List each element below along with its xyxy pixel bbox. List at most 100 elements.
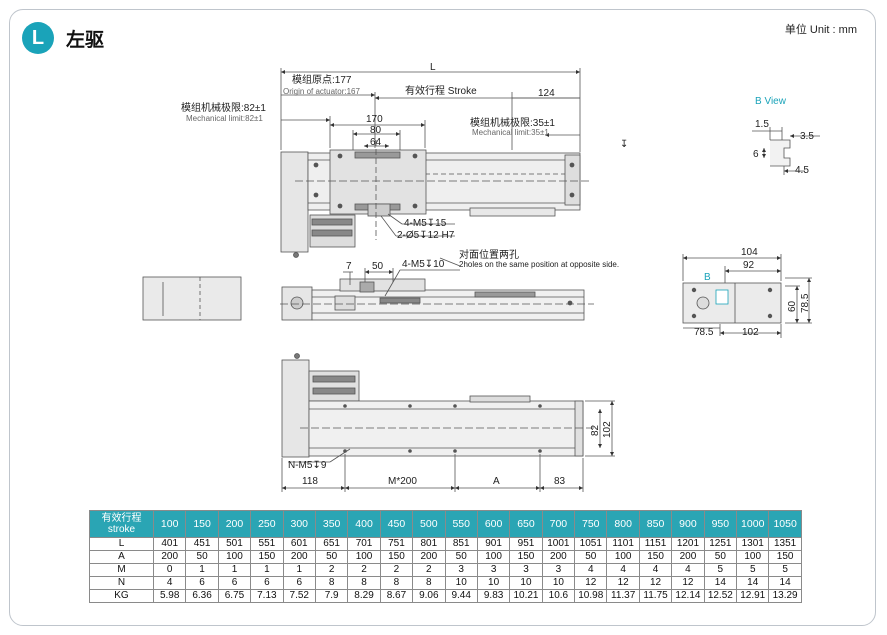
table-cell: 951 <box>509 537 543 551</box>
mech-left-cn-label: 模组机械极限:82±1 <box>181 101 266 114</box>
dim-L-label: L <box>430 62 436 73</box>
table-cell: 3 <box>509 563 543 577</box>
table-cell: 100 <box>476 550 511 564</box>
stroke-value-cell: 900 <box>671 510 705 538</box>
table-cell: 50 <box>703 550 738 564</box>
table-cell: 14 <box>768 576 802 590</box>
table-cell: 150 <box>250 550 284 564</box>
table-cell: 2 <box>412 563 446 577</box>
bottom-d118-label: 118 <box>302 476 318 487</box>
depth-mark: ↧ <box>620 139 628 150</box>
table-cell: 10.98 <box>574 589 608 603</box>
table-cell: 10 <box>476 576 511 590</box>
table-cell: 1001 <box>541 537 576 551</box>
end-d785h-label: 78.5 <box>694 327 714 338</box>
bottom-view <box>281 353 615 492</box>
b-view-d1: 1.5 <box>755 119 769 130</box>
stroke-label: 有效行程 Stroke <box>405 84 477 97</box>
end-d104-label: 104 <box>741 247 758 258</box>
dim-64-label: 64 <box>370 137 382 148</box>
table-cell: 5 <box>736 563 770 577</box>
row-label-cell: L <box>89 537 154 551</box>
side-m5-label: 4-M5↧10 <box>402 259 445 270</box>
table-cell: 14 <box>703 576 738 590</box>
table-cell: 1 <box>217 563 252 577</box>
stroke-header-cell: 有效行程 stroke <box>89 510 154 538</box>
table-cell: 1101 <box>606 537 640 551</box>
hole-pin-label: 2-Ø5↧12 H7 <box>397 230 455 241</box>
table-cell: 8 <box>314 576 349 590</box>
table-cell: 5 <box>703 563 738 577</box>
table-cell: 4 <box>638 563 673 577</box>
stroke-value-cell: 450 <box>379 510 414 538</box>
page-frame <box>9 9 876 626</box>
table-cell: 10.6 <box>541 589 576 603</box>
mech-left-en-label: Mechanical limit:82±1 <box>186 114 263 123</box>
table-cell: 150 <box>638 550 673 564</box>
table-cell: 1301 <box>736 537 770 551</box>
table-cell: 200 <box>541 550 576 564</box>
stroke-value-cell: 100 <box>152 510 187 538</box>
table-cell: 6 <box>217 576 252 590</box>
table-cell: 2 <box>379 563 414 577</box>
table-cell: 8 <box>412 576 446 590</box>
table-cell: 100 <box>736 550 770 564</box>
opposite-holes-en: 2holes on the same position at opposite … <box>459 260 619 269</box>
stroke-value-cell: 800 <box>606 510 640 538</box>
table-cell: 11.37 <box>606 589 640 603</box>
side-d50-label: 50 <box>372 261 384 272</box>
table-cell: 50 <box>185 550 219 564</box>
table-cell: 1251 <box>703 537 738 551</box>
table-cell: 6 <box>250 576 284 590</box>
end-b-marker: B <box>704 272 711 283</box>
table-cell: 9.06 <box>412 589 446 603</box>
row-label-cell: KG <box>89 589 154 603</box>
table-cell: 100 <box>217 550 252 564</box>
table-cell: 10.21 <box>509 589 543 603</box>
b-view-detail <box>752 127 820 175</box>
table-cell: 200 <box>412 550 446 564</box>
table-cell: 2 <box>314 563 349 577</box>
table-cell: 14 <box>736 576 770 590</box>
end-d102-label: 102 <box>742 327 759 338</box>
table-cell: 4 <box>152 576 187 590</box>
table-cell: 100 <box>347 550 381 564</box>
table-cell: 701 <box>347 537 381 551</box>
table-cell: 1 <box>250 563 284 577</box>
hole-m5-label: 4-M5↧15 <box>404 218 447 229</box>
table-cell: 1 <box>185 563 219 577</box>
table-cell: 7.9 <box>314 589 349 603</box>
table-cell: 451 <box>185 537 219 551</box>
table-cell: 9.83 <box>476 589 511 603</box>
stroke-value-cell: 750 <box>574 510 608 538</box>
table-cell: 4 <box>574 563 608 577</box>
table-cell: 7.13 <box>250 589 284 603</box>
table-cell: 150 <box>379 550 414 564</box>
bottom-d83-label: 83 <box>554 476 566 487</box>
stroke-value-cell: 400 <box>347 510 381 538</box>
stroke-value-cell: 950 <box>703 510 738 538</box>
stroke-header-en: stroke <box>107 524 136 535</box>
table-cell: 601 <box>282 537 316 551</box>
table-cell: 551 <box>250 537 284 551</box>
stroke-value-cell: 150 <box>185 510 219 538</box>
table-cell: 150 <box>768 550 802 564</box>
table-cell: 6 <box>282 576 316 590</box>
b-view-d4: 4.5 <box>795 165 809 176</box>
table-cell: 3 <box>541 563 576 577</box>
stroke-value-cell: 500 <box>412 510 446 538</box>
table-cell: 10 <box>541 576 576 590</box>
table-cell: 13.29 <box>768 589 802 603</box>
table-cell: 1201 <box>671 537 705 551</box>
top-view <box>280 68 590 258</box>
end-d785v-label: 78.5 <box>800 293 811 313</box>
table-cell: 5.98 <box>152 589 187 603</box>
table-cell: 8.67 <box>379 589 414 603</box>
table-cell: 200 <box>282 550 316 564</box>
bottom-nm5-label: N-M5↧9 <box>288 460 327 471</box>
table-cell: 12.91 <box>736 589 770 603</box>
